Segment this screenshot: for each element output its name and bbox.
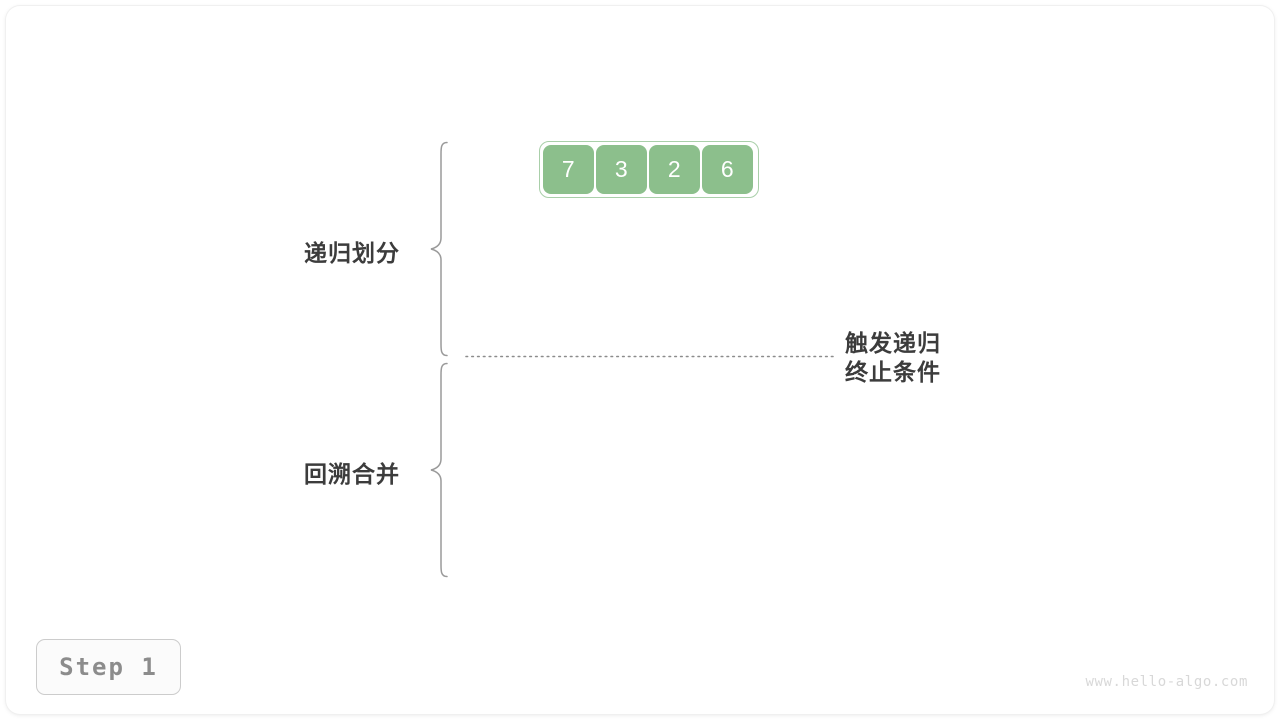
step-badge: Step 1 [36, 639, 181, 695]
page-frame [6, 6, 1274, 714]
array-cell: 2 [649, 145, 700, 194]
watermark: www.hello-algo.com [1085, 674, 1248, 690]
label-terminate-line1: 触发递归 [845, 331, 941, 357]
label-backtrack-merge: 回溯合并 [304, 462, 400, 488]
array-container: 7 3 2 6 [539, 141, 759, 198]
array-cell: 3 [596, 145, 647, 194]
label-recursive-divide: 递归划分 [304, 241, 400, 267]
array-cell: 6 [702, 145, 753, 194]
label-terminate-line2: 终止条件 [845, 360, 941, 386]
label-terminate-condition: 触发递归 终止条件 [845, 330, 941, 388]
array-cell: 7 [543, 145, 594, 194]
